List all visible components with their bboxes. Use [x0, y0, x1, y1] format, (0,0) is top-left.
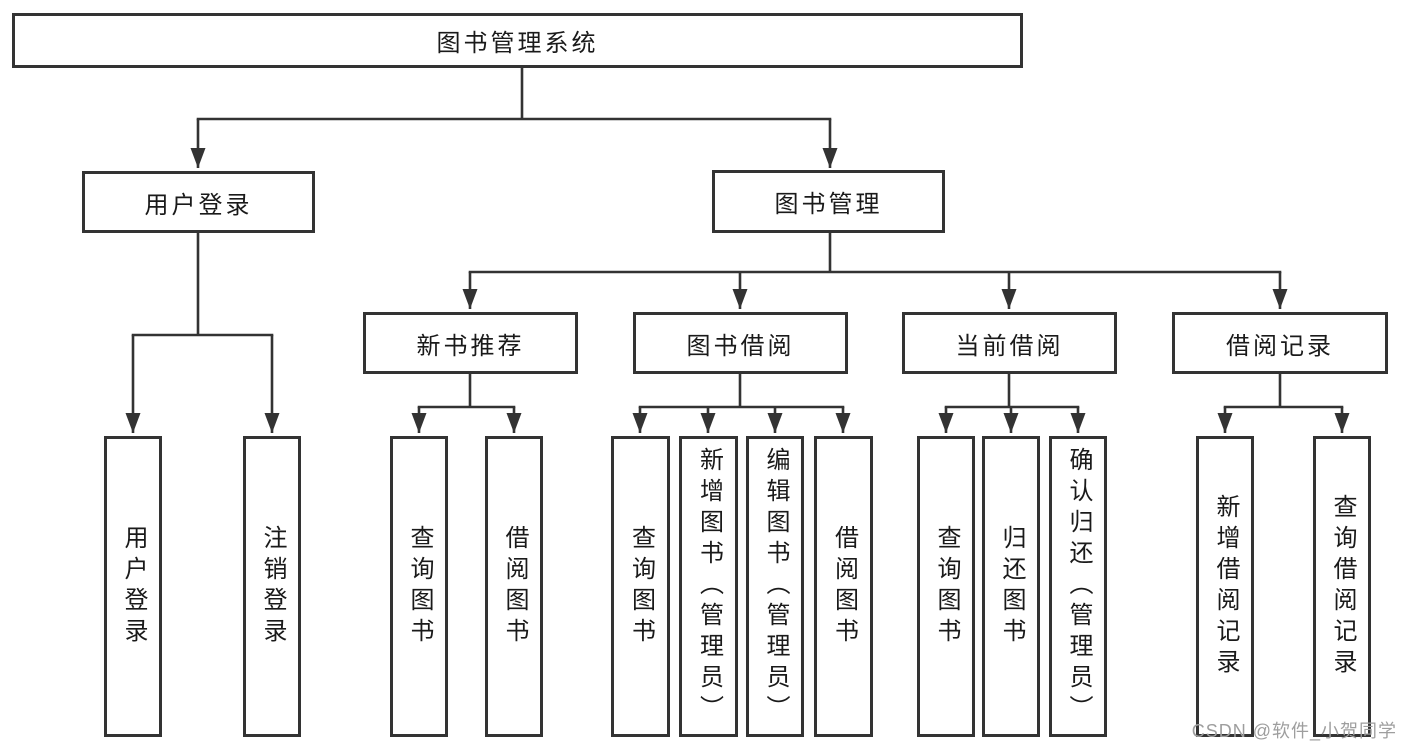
leaf-br-add-record: 新增借阅记录 — [1196, 436, 1254, 737]
node-root: 图书管理系统 — [12, 13, 1023, 68]
leaf-bb-query-books: 查询图书 — [611, 436, 670, 737]
leaf-bb-borrow-books: 借阅图书 — [814, 436, 873, 737]
node-user-login: 用户登录 — [82, 171, 315, 233]
leaf-bb-edit-books-admin: 编辑图书（管理员） — [746, 436, 804, 737]
leaf-bb-add-books-admin: 新增图书（管理员） — [679, 436, 738, 737]
node-book-borrowing: 图书借阅 — [633, 312, 848, 374]
leaf-cb-query-books: 查询图书 — [917, 436, 975, 737]
leaf-cb-return-books: 归还图书 — [982, 436, 1040, 737]
node-borrow-records: 借阅记录 — [1172, 312, 1388, 374]
leaf-br-query-record: 查询借阅记录 — [1313, 436, 1371, 737]
node-book-management: 图书管理 — [712, 170, 945, 233]
node-new-book-recommend: 新书推荐 — [363, 312, 578, 374]
watermark: CSDN @软件_小贺同学 — [1191, 721, 1397, 741]
leaf-nbr-borrow-books: 借阅图书 — [485, 436, 543, 737]
leaf-nbr-query-books: 查询图书 — [390, 436, 448, 737]
leaf-user-login: 用户登录 — [104, 436, 162, 737]
leaf-logout: 注销登录 — [243, 436, 301, 737]
leaf-cb-confirm-return-admin: 确认归还（管理员） — [1049, 436, 1107, 737]
node-current-borrowing: 当前借阅 — [902, 312, 1117, 374]
